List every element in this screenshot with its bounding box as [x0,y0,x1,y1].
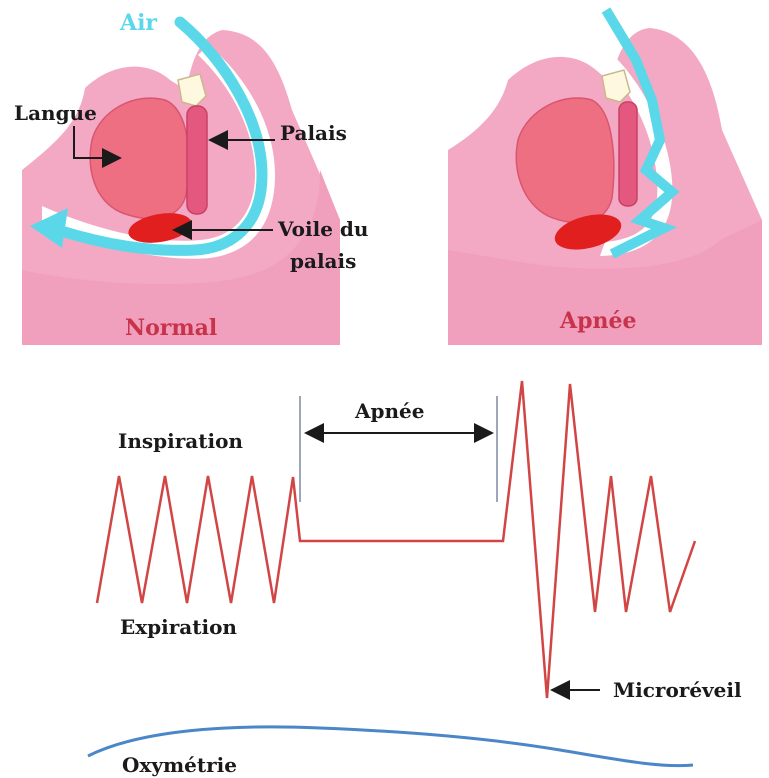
apnea-panel: Apnée [448,10,762,345]
apnea-span-label: Apnée [354,399,425,423]
air-label: Air [119,10,157,36]
normal-tooth [178,74,206,106]
normal-palate [187,106,207,214]
normal-caption: Normal [125,315,217,341]
normal-panel: Air Langue Palais Voile du palais Normal [14,10,368,345]
expiration-label: Expiration [120,615,237,639]
tongue-label: Langue [14,101,97,125]
inspiration-label: Inspiration [118,429,243,453]
oximetry-trace: Oxymétrie [88,727,693,777]
oximetry-label: Oxymétrie [122,753,237,777]
apnea-tooth [602,70,630,102]
apnea-palate [619,102,637,206]
palate-label: Palais [280,121,347,145]
soft-palate-label-line2: palais [290,249,356,273]
microarousal-label: Microréveil [613,678,742,702]
soft-palate-label-line1: Voile du [277,217,368,241]
breathing-trace: Inspiration Expiration Apnée Microréveil [97,381,742,702]
apnea-caption: Apnée [559,308,636,334]
